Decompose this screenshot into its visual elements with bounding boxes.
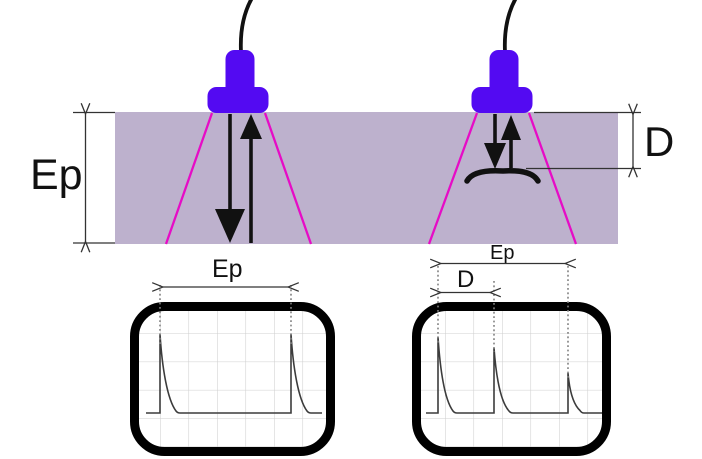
- right-scope-full-spacing-label: Ep: [490, 242, 514, 264]
- thickness-dimension: [73, 113, 115, 244]
- right-upward-echo-arrowhead: [501, 115, 521, 140]
- right-scope: Ep D: [412, 242, 611, 456]
- left-probe-body: [225, 50, 255, 96]
- left-probe-beam-left-edge: [164, 112, 214, 245]
- left-scope: Ep: [130, 255, 335, 456]
- depth-label: D: [644, 118, 674, 165]
- left-scope-border: [130, 302, 335, 456]
- left-probe-base: [207, 87, 269, 113]
- right-probe-cable: [502, 0, 518, 54]
- right-scope-grid: [416, 306, 607, 452]
- left-upward-echo-arrowhead: [240, 114, 262, 139]
- right-scope-defect-spacing-label: D: [457, 266, 474, 293]
- beam-spread-lines: [164, 112, 578, 245]
- right-downward-pulse-arrowhead: [484, 143, 506, 169]
- right-probe-base: [471, 87, 533, 113]
- right-probe-beam-right-edge: [527, 112, 578, 245]
- left-scope-echo-trace: [146, 333, 322, 414]
- left-scope-spacing-label: Ep: [212, 255, 243, 283]
- depth-dimension: [526, 113, 641, 169]
- left-pulse-echo-arrows: [215, 114, 262, 243]
- left-probe-beam-right-edge: [263, 112, 313, 245]
- right-scope-guides: [437, 266, 569, 378]
- thickness-label: Ep: [30, 151, 83, 199]
- right-pulse-echo-arrows: [484, 114, 521, 169]
- test-piece-slab: [115, 112, 618, 244]
- left-downward-pulse-arrowhead: [215, 209, 245, 243]
- right-scope-echo-trace: [426, 336, 602, 414]
- right-probe-body: [489, 50, 519, 96]
- left-probe: [207, 0, 269, 113]
- left-probe-cable: [238, 0, 254, 54]
- defect-crack: [464, 168, 541, 184]
- left-scope-grid: [134, 306, 331, 452]
- right-scope-border: [412, 302, 611, 456]
- left-scope-guides: [159, 285, 292, 345]
- right-probe-beam-left-edge: [427, 112, 479, 245]
- right-probe: [471, 0, 533, 113]
